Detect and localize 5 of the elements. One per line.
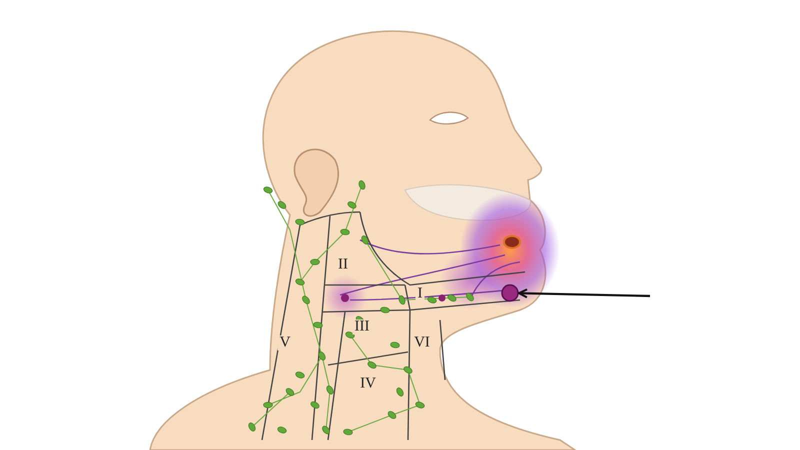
level-numeral: V bbox=[278, 336, 292, 350]
level-numeral: I bbox=[416, 286, 424, 302]
lymph-node bbox=[501, 284, 519, 302]
arrow bbox=[518, 288, 650, 298]
level-numeral: III bbox=[352, 320, 372, 334]
